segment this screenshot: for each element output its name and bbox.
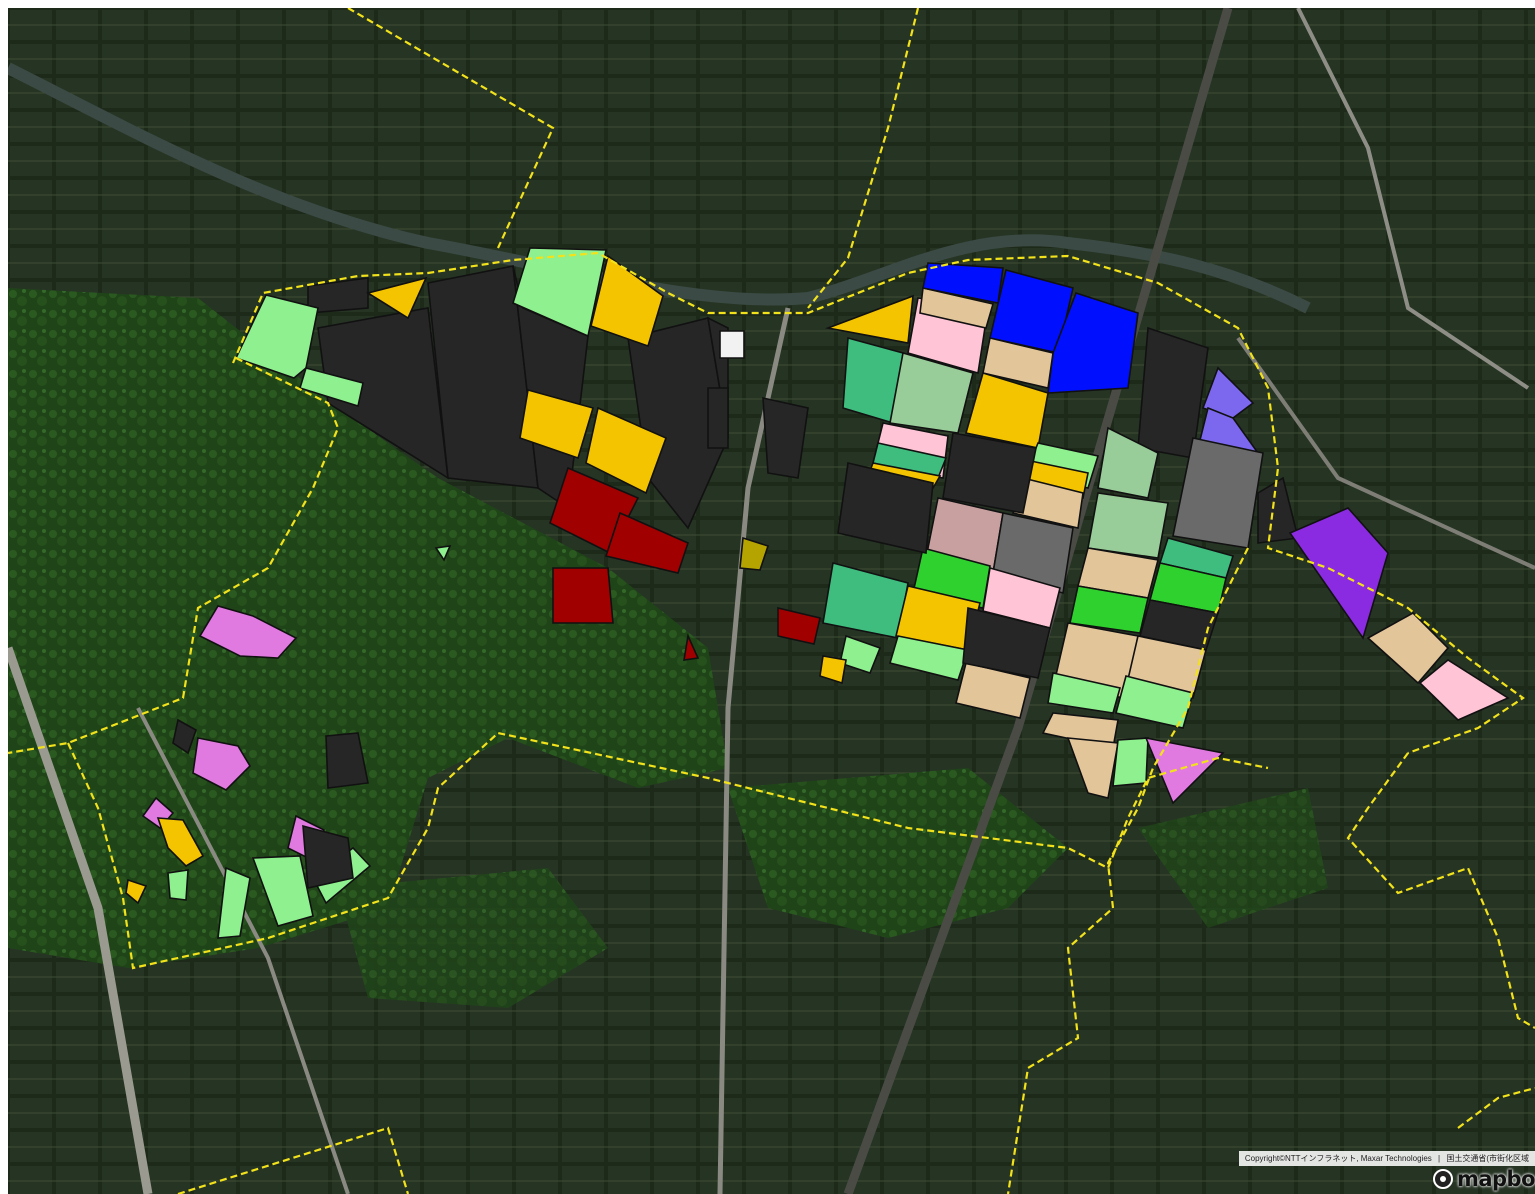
parcel-dark[interactable] xyxy=(707,387,729,449)
parcel-light-green[interactable] xyxy=(1047,672,1121,714)
parcel-tan[interactable] xyxy=(982,337,1054,389)
parcel-group-southwest[interactable] xyxy=(125,605,372,939)
parcel-group-west-colored[interactable] xyxy=(234,247,821,661)
road xyxy=(136,707,350,1194)
parcel-yellow[interactable] xyxy=(125,878,148,905)
parcel-dark[interactable] xyxy=(962,607,1051,679)
parcel-pink[interactable] xyxy=(1418,659,1510,721)
parcel-light-green[interactable] xyxy=(839,634,882,674)
parcel-yellow[interactable] xyxy=(825,294,914,344)
parcel-white[interactable] xyxy=(719,330,745,359)
parcel-light-green[interactable] xyxy=(217,866,251,939)
parcel-yellow[interactable] xyxy=(819,655,847,685)
forest-area xyxy=(8,288,728,968)
parcel-light-green[interactable] xyxy=(167,869,189,901)
forest-area xyxy=(338,868,608,1008)
parcel-dark[interactable] xyxy=(307,277,369,314)
parcel-dark[interactable] xyxy=(942,432,1037,514)
attribution-source[interactable]: 国土交通省(市街化区域 xyxy=(1446,1154,1529,1163)
parcel-olive[interactable] xyxy=(739,536,770,571)
attribution-copyright[interactable]: Copyright©NTTインフラネット, Maxar Technologies xyxy=(1244,1154,1432,1163)
parcel-light-green[interactable] xyxy=(1112,737,1149,787)
parcel-magenta[interactable] xyxy=(192,737,252,791)
parcel-magenta[interactable] xyxy=(1144,736,1225,805)
parcel-tan[interactable] xyxy=(1066,737,1119,799)
road xyxy=(1296,8,1530,390)
parcel-tan[interactable] xyxy=(919,287,995,329)
administrative-boundaries xyxy=(8,8,1535,1194)
forest-area xyxy=(1138,788,1328,928)
parcel-tan[interactable] xyxy=(1366,612,1450,685)
mapbox-logo-text: mapbo xyxy=(1456,1167,1535,1191)
parcel-dark-red[interactable] xyxy=(683,633,700,661)
parcel-dark-red[interactable] xyxy=(777,606,821,645)
parcel-magenta[interactable] xyxy=(198,605,298,659)
parcel-light-green[interactable] xyxy=(888,635,970,681)
parcel-light-green[interactable] xyxy=(251,855,314,927)
parcel-light-green[interactable] xyxy=(299,367,364,408)
mapbox-logo-icon xyxy=(1432,1169,1453,1189)
highway xyxy=(8,646,153,1194)
parcel-gray[interactable] xyxy=(992,512,1074,595)
parcel-light-green[interactable] xyxy=(1115,675,1194,729)
railway xyxy=(843,8,1233,1194)
parcel-sage[interactable] xyxy=(1087,492,1169,559)
parcel-dark-red[interactable] xyxy=(552,567,614,624)
map-view[interactable]: Copyright©NTTインフラネット, Maxar Technologies… xyxy=(8,8,1535,1194)
parcel-dark[interactable] xyxy=(302,824,354,889)
parcel-dark[interactable] xyxy=(325,732,369,789)
parcel-bright-green[interactable] xyxy=(1069,585,1149,634)
mapbox-logo[interactable]: mapbo xyxy=(1432,1166,1535,1192)
road xyxy=(1236,336,1535,570)
parcel-light-green[interactable] xyxy=(234,294,319,379)
parcel-light-green[interactable] xyxy=(434,545,452,562)
parcel-yellow[interactable] xyxy=(519,388,595,460)
parcel-sage[interactable] xyxy=(889,351,974,434)
parcel-group-east[interactable] xyxy=(1041,326,1510,805)
map-attribution: Copyright©NTTインフラネット, Maxar Technologies… xyxy=(1238,1151,1535,1166)
parcel-yellow[interactable] xyxy=(585,406,668,495)
parcel-sage[interactable] xyxy=(1097,426,1159,499)
attribution-separator: | xyxy=(1438,1154,1441,1163)
parcel-group-center[interactable] xyxy=(762,262,1139,719)
river xyxy=(8,62,1311,314)
parcel-dark[interactable] xyxy=(172,718,197,755)
parcel-light-green[interactable] xyxy=(512,247,607,338)
map-canvas[interactable] xyxy=(8,8,1535,1194)
parcel-tan[interactable] xyxy=(955,662,1031,719)
parcel-yellow[interactable] xyxy=(365,276,428,320)
parcel-blue[interactable] xyxy=(1047,292,1139,394)
forest-area xyxy=(728,768,1068,938)
parcel-dark[interactable] xyxy=(837,462,934,554)
parcel-yellow[interactable] xyxy=(590,254,664,348)
road xyxy=(717,307,791,1194)
parcel-yellow[interactable] xyxy=(156,817,205,868)
parcel-dark[interactable] xyxy=(762,396,809,479)
parcel-dark-red[interactable] xyxy=(604,511,689,574)
